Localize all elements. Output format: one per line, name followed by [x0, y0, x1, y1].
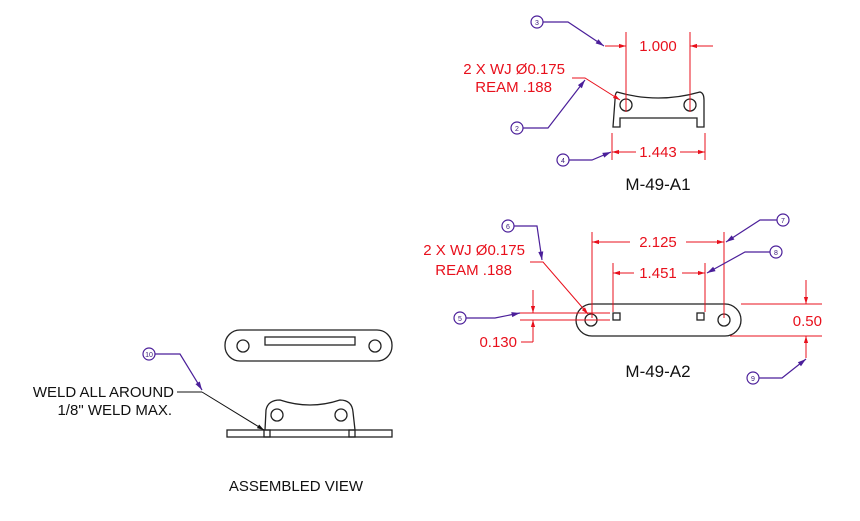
- balloon-10: 10: [145, 352, 153, 359]
- dim-hole-spacing-a2: 2.125: [639, 234, 677, 251]
- view-m49-a1: 1.000 1.443 2 X WJ Ø0.175 REAM .188 3 2 …: [463, 15, 713, 194]
- balloon-9: 9: [751, 376, 755, 383]
- balloon-2: 2: [515, 126, 519, 133]
- weld-note-line1: WELD ALL AROUND: [33, 384, 174, 401]
- dim-height: 0.50: [793, 313, 822, 330]
- assembled-view: WELD ALL AROUND 1/8" WELD MAX. 10 ASSEMB…: [33, 329, 393, 495]
- hole-note-line2: REAM .188: [475, 79, 552, 96]
- top-plate: [224, 329, 393, 362]
- view-title-a2: M-49-A2: [625, 362, 690, 381]
- balloon-3: 3: [535, 20, 539, 27]
- bracket: [264, 399, 356, 431]
- dim-offset: 0.130: [479, 334, 517, 351]
- view-m49-a2: 2.125 1.451 0.50 0.130 2 X WJ Ø0.175 REA…: [423, 213, 822, 385]
- base-plate: [226, 429, 393, 438]
- square-left: [612, 312, 621, 321]
- balloon-4: 4: [561, 158, 565, 165]
- slot: [264, 336, 356, 346]
- dim-hole-spacing-a1: 1.000: [639, 38, 677, 55]
- dim-width-a1: 1.443: [639, 144, 677, 161]
- hole-note-line1: 2 X WJ Ø0.175: [463, 61, 565, 78]
- view-title-a1: M-49-A1: [625, 175, 690, 194]
- balloon-6: 6: [506, 224, 510, 231]
- hole-note-line1: 2 X WJ Ø0.175: [423, 242, 525, 259]
- hole-note-line2: REAM .188: [435, 262, 512, 279]
- balloon-5: 5: [458, 316, 462, 323]
- square-right: [696, 312, 705, 321]
- balloon-8: 8: [774, 250, 778, 257]
- dim-square-spacing: 1.451: [639, 265, 677, 282]
- balloon-7: 7: [781, 218, 785, 225]
- weld-note-line2: 1/8" WELD MAX.: [57, 402, 172, 419]
- view-title-assembled: ASSEMBLED VIEW: [229, 478, 364, 495]
